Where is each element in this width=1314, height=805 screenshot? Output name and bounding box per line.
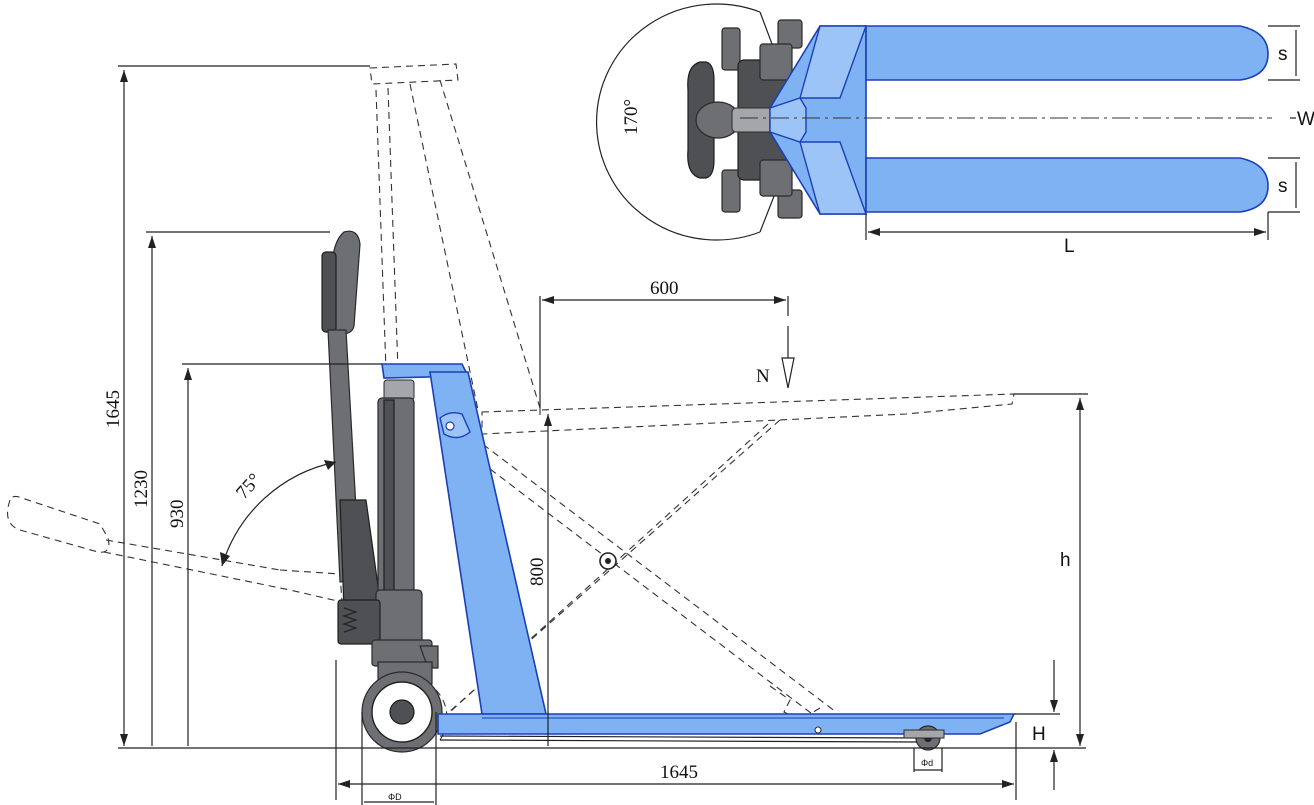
fork-width-label-top: s	[1278, 44, 1288, 65]
overall-width-label: W	[1297, 109, 1314, 130]
raised-platform-phantom	[481, 393, 1015, 435]
steer-arc	[595, 3, 761, 241]
fork-length-symbol: L	[1064, 236, 1075, 257]
lowered-height-symbol: H	[1032, 724, 1046, 745]
lowered-handle-phantom	[7, 495, 110, 553]
steer-assembly	[687, 19, 803, 219]
fork-side	[437, 713, 1016, 735]
steer-wheel	[361, 661, 448, 753]
load-wheel-dia-label: Φd	[921, 758, 933, 768]
load-center-label: 600	[650, 278, 679, 299]
total-height-label: 1645	[103, 390, 124, 428]
fork-top	[865, 25, 1269, 81]
steer-angle-label: 170°	[621, 99, 642, 135]
lift-height-symbol: h	[1060, 550, 1071, 571]
raised-handle-phantom	[369, 63, 459, 85]
fork-length-label: 1645	[660, 762, 698, 783]
fork-width-label-bottom: s	[1278, 176, 1288, 197]
steer-wheel-dia-label: ΦD	[388, 792, 402, 802]
platform-height-label: 930	[167, 500, 188, 529]
fork-frame	[381, 363, 1016, 735]
handle-angle-label: 75°	[232, 470, 265, 504]
lift-height-dim-label: 800	[527, 558, 548, 587]
fork-bottom	[865, 157, 1269, 213]
load-symbol: N	[756, 366, 770, 387]
handle-angle-arc	[221, 461, 337, 567]
hydraulic-pump	[337, 379, 439, 669]
side-view: 1645 1230 930 75° 600 N 800	[7, 63, 1088, 805]
top-view: 170° W s	[595, 3, 1314, 257]
handle-height-label: 1230	[131, 470, 152, 508]
operating-handle	[321, 230, 381, 611]
